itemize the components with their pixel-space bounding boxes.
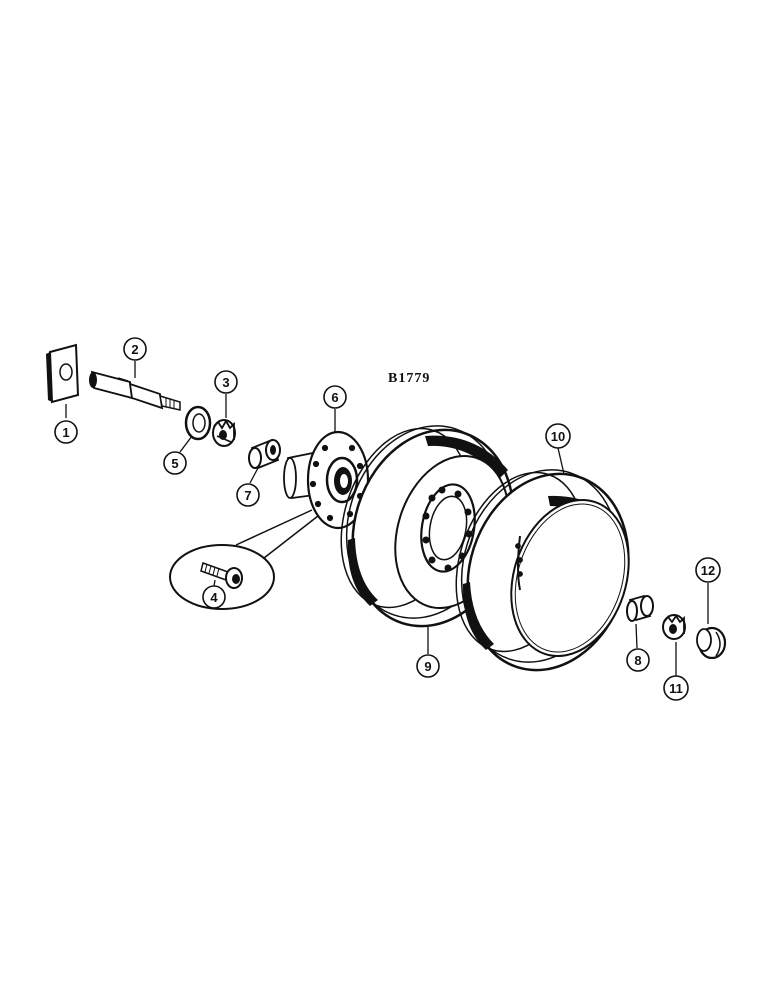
svg-text:8: 8 [634,653,641,668]
callout-1: 1 [54,420,78,444]
callout-12: 12 [695,557,721,583]
svg-text:4: 4 [210,590,218,605]
callout-6: 6 [323,385,347,409]
outer-rim-part [455,469,630,672]
svg-text:5: 5 [171,456,178,471]
castle-nut-part [212,419,236,447]
callout-10: 10 [545,423,571,449]
outer-bearing-part [626,594,654,622]
svg-text:9: 9 [424,659,431,674]
callout-2: 2 [123,337,147,361]
callout-8: 8 [626,648,650,672]
svg-text:1: 1 [62,425,69,440]
washer-part [184,405,212,441]
hub-part [283,430,370,530]
svg-text:2: 2 [131,342,138,357]
leader-lines [65,361,709,676]
callout-11: 11 [663,675,689,701]
nut-part [662,614,686,640]
callout-3: 3 [214,370,238,394]
callout-5: 5 [163,451,187,475]
plate-part [46,343,80,404]
callout-7: 7 [236,483,260,507]
svg-text:7: 7 [244,488,251,503]
figure-code: B1779 [388,371,430,386]
svg-text:11: 11 [669,681,683,696]
svg-text:3: 3 [222,375,229,390]
callout-9: 9 [416,654,440,678]
hub-cap-part [696,626,727,660]
callout-4: 4 [202,585,226,609]
spindle-part [89,370,181,411]
wheel-bolt-inset [169,509,319,610]
svg-text:10: 10 [551,429,565,444]
svg-text:12: 12 [701,563,715,578]
inner-bearing-part [248,438,281,470]
svg-text:6: 6 [331,390,338,405]
